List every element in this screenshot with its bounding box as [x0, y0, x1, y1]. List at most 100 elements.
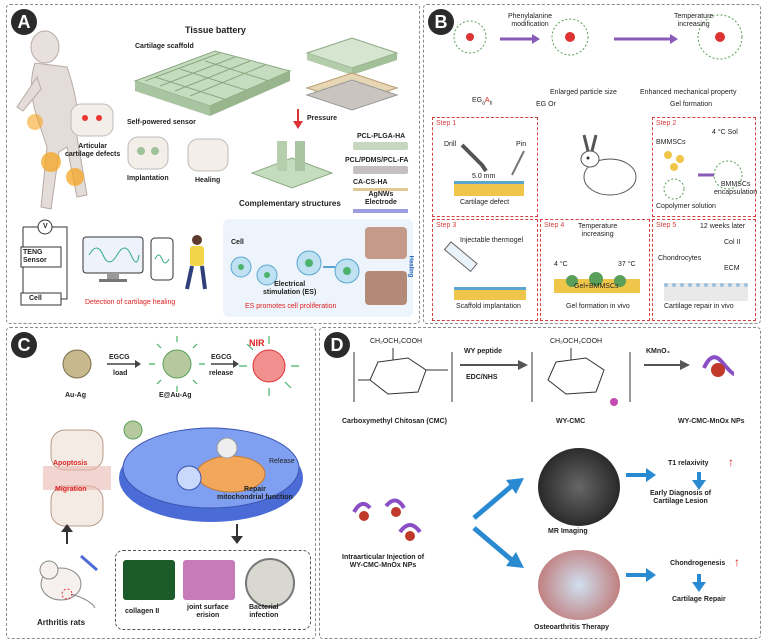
down-arrow-d2-icon: [692, 574, 706, 592]
cell-cluster: [230, 250, 360, 286]
step3-label: Step 3: [436, 222, 457, 229]
encap-label: BMMSCs encapsulation: [714, 181, 758, 197]
apoptosis-label: Apoptosis: [53, 460, 88, 467]
phenyl-label: Phenylalanine modification: [508, 13, 552, 29]
chain-top-1: CH₂OCH₂COOH: [370, 338, 423, 345]
panel-c-badge: C: [11, 332, 37, 358]
micelles-row: [453, 14, 743, 60]
cart-repair-label: Cartilage Repair: [672, 596, 726, 603]
mm-label: 5.0 mm: [472, 173, 496, 180]
complementary-shape: [250, 141, 334, 189]
step2-label: Step 2: [656, 120, 677, 127]
bacteria-img: [245, 558, 295, 608]
joint-img: [183, 560, 235, 600]
rabbit-icon: [580, 134, 637, 196]
eg-sub3: b: [489, 100, 493, 107]
right-arrow-1-icon: [626, 468, 656, 482]
step3-box: Step 3: [432, 219, 538, 321]
scaffold-bed: [454, 287, 526, 300]
cell-label: Cell: [231, 239, 244, 246]
layer-2-label: PCL/PDMS/PCL-FA: [345, 157, 409, 164]
step2-box: Step 2: [652, 117, 756, 217]
eg-sub2: A: [484, 97, 490, 104]
wy-label: WY peptide: [464, 348, 502, 355]
down-arrow-d1-icon: [692, 472, 706, 490]
wy-np-label: WY-CMC-MnOx NPs: [678, 418, 745, 425]
chain-top-2: CH₂OCH₂COOH: [550, 338, 603, 345]
circuit-diagram: [20, 219, 68, 306]
tissue-battery-title: Tissue battery: [185, 25, 246, 35]
cmc-label: Carboxymethyl Chitosan (CMC): [342, 418, 448, 425]
repair-label: Cartilage repair in vivo: [664, 303, 734, 310]
eg-sub: a: [482, 100, 485, 107]
oa-image: [538, 550, 620, 620]
panel-b-badge: B: [428, 9, 454, 35]
knee-defect-icon: [70, 103, 114, 137]
release2-label: Release: [269, 458, 295, 465]
layer-3-label: CA-CS-HA: [353, 179, 388, 186]
mr-image: [538, 448, 620, 526]
bmmscs-label: BMMSCs: [656, 139, 686, 146]
woman-figure-icon: [16, 30, 88, 210]
kmno4-arrow-icon: [644, 360, 690, 370]
chondro-label: Chondrogenesis: [670, 560, 726, 567]
wy-cmc-structure: [531, 348, 631, 406]
nir-label: NIR: [249, 338, 265, 348]
monitor-icon: [82, 236, 144, 282]
t1-label: T1 relaxivity: [668, 460, 709, 467]
step1-box: Step 1: [432, 117, 538, 217]
sol-label: 4 °C Sol: [712, 129, 738, 136]
enhanced-label: Enhanced mechanical property: [640, 89, 737, 96]
step2-particles: [663, 151, 743, 200]
eg-formula-label: EG Or: [536, 101, 556, 109]
tissue-photo-1: [365, 227, 407, 259]
right-arrow-2-icon: [626, 568, 656, 582]
c4-label: 4 °C: [554, 261, 568, 268]
cmc-structure: [353, 348, 453, 402]
or-text: Or: [548, 101, 556, 108]
down-arrow-icon: [231, 524, 243, 544]
joint-label: joint surface erision: [187, 604, 229, 620]
panel-a-badge: A: [11, 9, 37, 35]
healing-label: Healing: [195, 177, 221, 184]
eg-formula-text: EG: [536, 101, 547, 108]
ecm-label: ECM: [724, 265, 740, 272]
edc-label: EDC/NHS: [466, 374, 498, 381]
layer-1-swatch: [353, 142, 408, 150]
healing2-label: Healing: [407, 255, 414, 278]
layer-3-swatch: [353, 188, 408, 191]
egcg2-label: EGCG: [211, 354, 232, 361]
pin-icon: [511, 150, 525, 176]
layer-4-swatch: [353, 209, 408, 213]
repair-bed: [664, 283, 748, 301]
knee-implant-icon: [127, 136, 169, 170]
self-powered-label: Self-powered sensor: [127, 119, 196, 126]
au-ag-label: Au-Ag: [65, 392, 86, 399]
wy-arrow-icon: [460, 360, 528, 370]
cell-disk: [119, 420, 303, 522]
tissue-photo-2: [365, 271, 407, 305]
knee-healed-icon: [187, 138, 229, 172]
results-box: [115, 550, 311, 630]
step4-box: Step 4: [540, 219, 650, 321]
drill-icon: [460, 143, 488, 173]
chondro-up-icon: ↑: [734, 555, 740, 569]
np-icon: [702, 355, 735, 377]
collagen-img: [123, 560, 175, 600]
migration-label: Migration: [55, 486, 87, 493]
implantation-label: Implantation: [127, 175, 169, 182]
es-promotes-label: ES promotes cell proliferation: [245, 303, 337, 310]
sensor-layers: [305, 37, 399, 111]
cell-box-label: Cell: [29, 295, 42, 302]
up-arrow-icon: [61, 524, 73, 544]
volt-label: V: [43, 223, 48, 230]
temp-label: Temperature increasing: [674, 13, 714, 29]
eg-text: EG: [472, 97, 483, 104]
articular-defects-label: Articular cartilage defects: [65, 143, 121, 159]
copolymer-label: Copolymer solution: [656, 203, 716, 210]
np-cluster-icon: [352, 498, 422, 541]
scaffold-label: Scaffold implantation: [456, 303, 521, 310]
panel-d-badge: D: [324, 332, 350, 358]
gel-formation-label: Gel formation: [670, 101, 713, 108]
knee-joint-icon: [43, 429, 111, 527]
